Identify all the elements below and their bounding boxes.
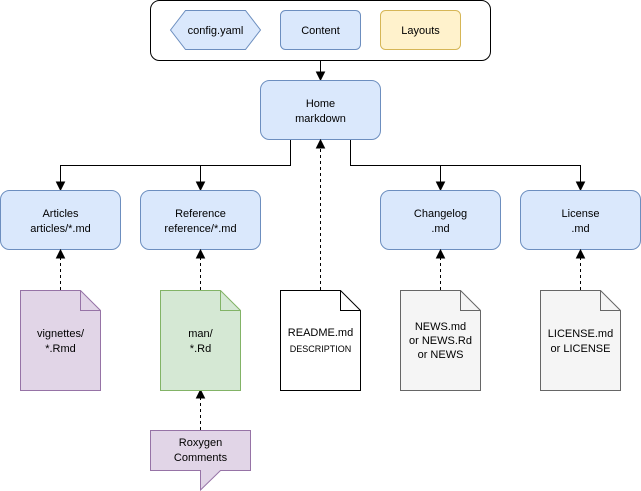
roxygen-label-line1: Roxygen [179,437,222,449]
changelog-label-line1: Changelog [414,208,467,220]
edge-roxygen-to-man [195,388,206,430]
home-node: Home markdown [260,80,381,140]
home-label-line2: markdown [295,113,346,125]
legend-config-yaml: config.yaml [169,10,262,50]
edge-vignettes-to-articles [55,248,66,290]
changelog-label-line2: .md [431,223,449,235]
licensefile-label-line1: LICENSE.md [548,328,613,340]
reference-label-line2: reference/*.md [164,223,236,235]
man-label-line1: man/ [188,328,213,340]
edge-legend-to-home [315,60,326,82]
legend-layouts-label: Layouts [401,25,440,37]
articles-label-line2: articles/*.md [30,223,91,235]
man-document: man/ *.Rd [160,290,241,391]
edge-news-to-changelog [435,248,446,290]
legend-layouts: Layouts [380,10,461,50]
license-label-line2: .md [571,223,589,235]
articles-node: Articles articles/*.md [0,190,121,250]
home-label-line1: Home [306,98,335,110]
roxygen-label-line2: Comments [174,452,228,464]
readme-label-line2: DESCRIPTION [290,344,352,354]
license-node: License .md [520,190,641,250]
news-document: NEWS.md or NEWS.Rd or NEWS [400,290,481,391]
changelog-node: Changelog .md [380,190,501,250]
vignettes-document: vignettes/ *.Rmd [20,290,101,391]
edge-home-to-articles-reference [55,140,291,192]
edge-readme-to-home [315,138,326,290]
edge-licensefile-to-license [575,248,586,290]
legend-content: Content [280,10,361,50]
reference-node: Reference reference/*.md [140,190,261,250]
articles-label-line1: Articles [42,208,79,220]
legend-config-label: config.yaml [188,25,244,37]
news-label-line1: NEWS.md [415,321,466,333]
licensefile-document: LICENSE.md or LICENSE [540,290,621,391]
readme-label-line1: README.md [288,327,353,339]
readme-document: README.md DESCRIPTION [280,290,361,391]
man-label-line2: *.Rd [190,343,211,355]
vignettes-label-line2: *.Rmd [45,343,76,355]
license-label-line1: License [562,208,600,220]
licensefile-label-line2: or LICENSE [551,343,611,355]
reference-label-line1: Reference [175,208,226,220]
edge-man-to-reference [195,248,206,290]
edge-home-to-changelog-license [350,140,586,192]
news-label-line3: or NEWS [418,349,464,361]
news-label-line2: or NEWS.Rd [409,335,472,347]
vignettes-label-line1: vignettes/ [37,328,85,340]
legend-content-label: Content [301,25,340,37]
roxygen-callout: Roxygen Comments [150,430,251,491]
